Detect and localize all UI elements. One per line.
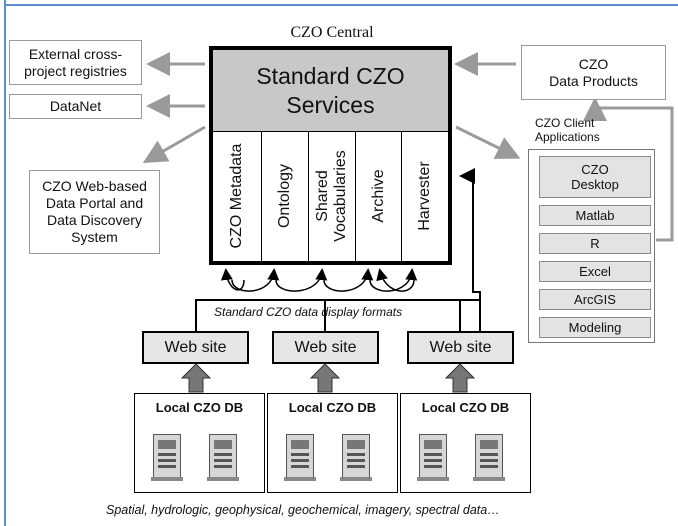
central-label: CZO Central <box>290 24 374 41</box>
service-column-harvester: Harvester <box>402 131 448 261</box>
web-site-box-1: Web site <box>142 331 249 364</box>
data-products-line1: CZO <box>578 55 609 72</box>
local-db-box-2: Local CZO DB <box>267 393 398 493</box>
portal-line2: Data Portal and <box>45 195 144 211</box>
portal-line3: Data Discovery <box>47 212 142 228</box>
client-app-modeling-label: Modeling <box>568 320 622 335</box>
data-products-line2: Data Products <box>549 72 638 89</box>
web-site-label-3: Web site <box>429 338 492 356</box>
data-products-box: CZO Data Products <box>521 45 666 100</box>
service-column-metadata: CZO Metadata <box>213 131 262 261</box>
web-site-box-2: Web site <box>272 331 379 364</box>
local-db-box-1: Local CZO DB <box>134 393 265 493</box>
frame-left-border <box>4 0 6 526</box>
local-db-label-2: Local CZO DB <box>288 400 377 415</box>
external-registries-box: External cross- project registries <box>9 40 142 85</box>
client-app-r: R <box>539 233 651 254</box>
client-app-czo-desktop: CZO Desktop <box>539 156 651 198</box>
external-registries-line1: External cross- <box>28 45 123 62</box>
server-icon <box>207 434 239 481</box>
service-archive-label: Archive <box>369 169 387 223</box>
service-harvester-label: Harvester <box>416 161 433 231</box>
datanet-box: DataNet <box>9 94 142 119</box>
services-header: Standard CZO Services <box>213 50 448 132</box>
footer-data-types: Spatial, hydrologic, geophysical, geoche… <box>106 503 500 517</box>
portal-line1: CZO Web-based <box>42 178 147 194</box>
external-registries-line2: project registries <box>24 62 127 79</box>
client-app-czo-desktop-line2: Desktop <box>571 177 619 192</box>
service-vocabularies-label: Shared Vocabularies <box>314 150 349 242</box>
client-app-modeling: Modeling <box>539 317 651 338</box>
client-apps-label-line2: Applications <box>535 130 600 144</box>
datanet-label: DataNet <box>49 98 102 114</box>
services-title-line1: Standard CZO <box>256 62 405 89</box>
service-ontology-label: Ontology <box>276 163 293 229</box>
standard-czo-services: Standard CZO Services CZO Metadata Ontol… <box>209 46 452 265</box>
client-app-r-label: R <box>590 236 600 251</box>
local-db-box-3: Local CZO DB <box>400 393 531 493</box>
server-icon <box>473 434 505 481</box>
service-column-archive: Archive <box>356 131 402 261</box>
web-site-box-3: Web site <box>407 331 514 364</box>
display-formats-label: Standard CZO data display formats <box>214 305 403 319</box>
client-app-matlab: Matlab <box>539 205 651 226</box>
web-site-label-2: Web site <box>294 338 357 356</box>
web-site-label-1: Web site <box>164 338 227 356</box>
portal-line4: System <box>71 229 118 245</box>
server-icon <box>340 434 372 481</box>
client-app-matlab-label: Matlab <box>575 208 615 223</box>
service-metadata-label: CZO Metadata <box>228 143 245 249</box>
client-app-excel: Excel <box>539 261 651 282</box>
client-apps-label-line1: CZO Client <box>535 116 595 130</box>
service-column-ontology: Ontology <box>262 131 309 261</box>
data-portal-box: CZO Web-based Data Portal and Data Disco… <box>29 170 160 254</box>
local-db-label-3: Local CZO DB <box>421 400 510 415</box>
client-app-arcgis: ArcGIS <box>539 289 651 310</box>
client-app-arcgis-label: ArcGIS <box>574 292 616 307</box>
services-title-line2: Services <box>286 91 375 118</box>
frame-top-border <box>4 4 678 6</box>
server-icon <box>417 434 449 481</box>
service-column-vocabularies: Shared Vocabularies <box>309 131 356 261</box>
server-icon <box>284 434 316 481</box>
client-apps-label: CZO Client Applications <box>535 116 600 144</box>
client-app-excel-label: Excel <box>579 264 611 279</box>
client-app-czo-desktop-line1: CZO <box>581 162 609 177</box>
local-db-label-1: Local CZO DB <box>155 400 244 415</box>
server-icon <box>151 434 183 481</box>
